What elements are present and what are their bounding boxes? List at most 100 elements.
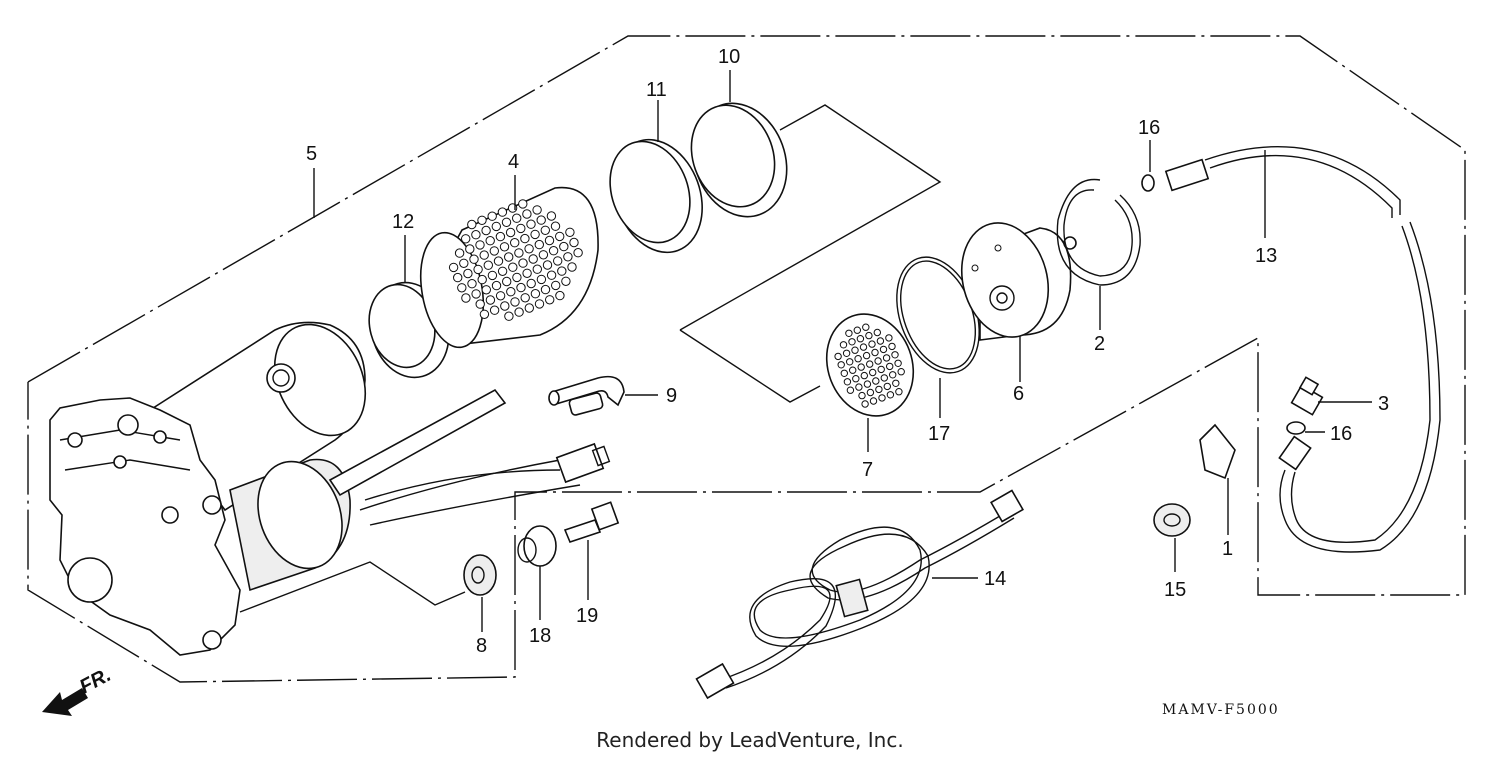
perforation-hole	[550, 221, 561, 231]
perforation-hole	[493, 256, 504, 266]
perforation-hole	[551, 280, 561, 291]
callout-12: 12	[392, 211, 414, 233]
perforation-hole	[473, 264, 483, 275]
perforation-hole	[557, 266, 567, 276]
perforation-hole	[544, 235, 555, 246]
callout-8: 8	[476, 635, 487, 657]
perforation-hole	[524, 303, 534, 313]
perforation-hole	[530, 289, 541, 299]
grommet-8	[239, 554, 497, 632]
perforation-hole	[565, 227, 575, 238]
perforation-hole	[481, 225, 491, 236]
perforation-hole	[475, 299, 485, 309]
screen-holes	[834, 323, 905, 408]
perforation-hole	[573, 248, 583, 258]
perforation-hole	[522, 209, 532, 219]
perforation-hole	[512, 213, 522, 223]
perforation-hole	[526, 278, 536, 289]
perforation-hole	[555, 231, 565, 242]
callout-10: 10	[718, 46, 740, 68]
perforation-hole	[891, 351, 899, 359]
perforation-hole	[854, 355, 862, 363]
perforation-hole	[465, 244, 475, 254]
callout-4: 4	[508, 151, 519, 173]
perforation-hole	[485, 236, 495, 246]
callout-6: 6	[1013, 383, 1024, 405]
perforation-hole	[518, 199, 528, 209]
callout-14: 14	[984, 568, 1006, 590]
perforation-hole	[506, 287, 516, 297]
perforation-hole	[514, 307, 524, 317]
perforation-hole	[508, 262, 518, 272]
perforation-hole	[873, 328, 881, 337]
perforation-hole	[857, 363, 865, 371]
perforation-hole	[869, 397, 878, 405]
collar-18	[517, 525, 557, 620]
perforation-hole	[875, 385, 883, 394]
perforation-hole	[563, 252, 573, 262]
perforation-hole	[532, 264, 542, 274]
perforation-hole	[892, 379, 900, 387]
perforation-hole	[840, 369, 848, 377]
perforation-hole	[467, 279, 477, 289]
perforation-hole	[886, 391, 895, 399]
filter-pad-10	[690, 70, 788, 218]
perforation-hole	[874, 357, 882, 365]
perforation-hole	[536, 274, 547, 285]
perforation-hole	[858, 391, 866, 400]
perforation-hole	[471, 230, 481, 240]
perforation-hole	[524, 244, 534, 254]
callout-3: 3	[1378, 393, 1389, 415]
perforation-hole	[489, 246, 499, 256]
perforation-hole	[461, 293, 471, 303]
perforation-hole	[856, 335, 865, 343]
perforation-hole	[516, 223, 526, 234]
perforation-hole	[888, 342, 896, 351]
perforation-hole	[861, 400, 869, 408]
perforation-hole	[546, 211, 557, 221]
perforation-hole	[846, 358, 854, 366]
perforation-hole	[548, 246, 559, 256]
perforation-hole	[481, 285, 491, 295]
perforation-hole	[522, 268, 532, 278]
callout-17: 17	[928, 423, 950, 445]
perforation-hole	[502, 276, 512, 287]
screen-7	[825, 313, 915, 452]
perforation-hole	[879, 345, 888, 354]
perforation-hole	[483, 260, 493, 270]
washer-16-top	[1141, 140, 1155, 192]
perforation-hole	[876, 337, 885, 345]
perforation-hole	[469, 254, 479, 264]
perforation-hole	[479, 309, 490, 319]
perforation-hole	[862, 351, 871, 360]
perforation-hole	[528, 254, 538, 264]
perforation-hole	[886, 362, 894, 371]
perforation-hole	[863, 380, 872, 388]
perforation-hole	[477, 274, 487, 285]
perforation-hole	[471, 289, 481, 299]
perforation-hole	[882, 354, 891, 362]
perforation-hole	[567, 262, 577, 272]
callout-5: 5	[306, 143, 317, 165]
callout-2: 2	[1094, 333, 1105, 355]
perforation-hole	[569, 237, 579, 248]
perforation-hole	[877, 365, 885, 374]
callout-9: 9	[666, 385, 677, 407]
perforation-hole	[526, 219, 536, 229]
callout-19: 19	[576, 605, 598, 627]
washer-16-bottom	[1286, 421, 1325, 435]
perforation-hole	[880, 374, 888, 382]
perforations	[448, 199, 583, 321]
perforation-hole	[540, 284, 551, 295]
perforation-hole	[459, 258, 469, 268]
perforation-hole	[532, 205, 542, 215]
perforation-hole	[520, 293, 530, 303]
perforation-hole	[454, 248, 465, 258]
perforation-hole	[878, 394, 886, 402]
perforation-hole	[516, 282, 526, 293]
perforation-hole	[501, 217, 512, 228]
perforation-hole	[512, 272, 522, 283]
perforation-hole	[859, 343, 868, 351]
perforation-hole	[536, 215, 546, 225]
